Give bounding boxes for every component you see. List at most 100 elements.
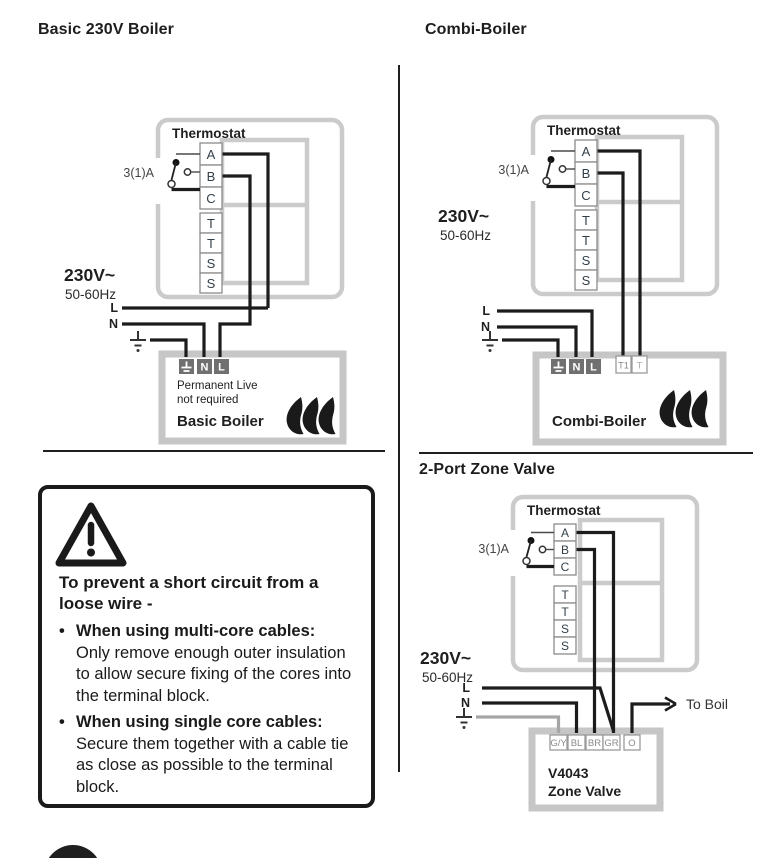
terminal-s1-label: S <box>582 253 591 268</box>
live-label: L <box>110 301 118 315</box>
terminal-s1-label: S <box>561 622 569 636</box>
combi-boiler-diagram: A B C T T S S N <box>438 114 727 446</box>
earth-icon <box>456 708 472 724</box>
section-title-zone-valve: 2-Port Zone Valve <box>419 461 555 478</box>
flame-icon <box>659 390 709 428</box>
thermostat-box <box>510 494 700 673</box>
boiler-live-terminal <box>586 359 601 374</box>
flame-icon <box>286 397 336 435</box>
terminal-t1-label: T <box>561 588 569 602</box>
neutral-label: N <box>481 320 490 334</box>
valve-gy-label: G/Y <box>550 738 567 749</box>
terminal-t1-label: T <box>582 213 590 228</box>
terminal-s2 <box>553 636 577 655</box>
terminal-a-label: A <box>207 147 216 162</box>
border-gap <box>507 530 519 576</box>
terminal-c-label: C <box>206 191 215 206</box>
receiver-box <box>219 137 310 286</box>
frequency-label: 50-60Hz <box>422 670 473 685</box>
to-boiler-label: To Boil <box>686 696 728 712</box>
neutral-label: N <box>461 696 470 710</box>
wire-o-to-boiler <box>630 702 670 733</box>
wire-a-to-live <box>222 152 270 308</box>
section-title-combi-boiler: Combi-Boiler <box>425 21 527 38</box>
voltage-label: 230V~ <box>438 206 489 226</box>
boiler-neutral-label: N <box>201 362 209 374</box>
wire-neutral <box>497 325 578 357</box>
border-gap <box>527 155 539 201</box>
wire-live <box>482 686 616 732</box>
receiver-box <box>577 517 665 663</box>
valve-model-label: V4043 <box>548 765 589 781</box>
boiler-live-label: L <box>218 362 225 374</box>
earth-terminal-icon <box>553 361 564 372</box>
bullet-2-text: Secure them together with a cable tie as… <box>76 734 349 796</box>
bullet-1-bold: When using multi-core cables: <box>76 622 316 640</box>
wire-a-to-gr <box>576 530 616 733</box>
arrow-head <box>664 696 677 712</box>
wire-live <box>497 309 594 357</box>
terminal-b-label: B <box>582 166 591 181</box>
terminal-t2-label: T <box>207 236 215 251</box>
warning-box: To prevent a short circuit from a loose … <box>38 485 375 808</box>
section-title-basic-boiler: Basic 230V Boiler <box>38 21 174 38</box>
valve-o-label: O <box>628 738 635 749</box>
wire-b-to-br <box>576 547 597 733</box>
thermostat-label: Thermostat <box>172 126 246 141</box>
wire-b-to-boiler-live <box>218 174 252 357</box>
permanent-live-note-1: Permanent Live <box>177 380 258 392</box>
earth-icon <box>482 331 498 347</box>
live-label: L <box>482 304 490 318</box>
terminal-a-label: A <box>582 144 591 159</box>
bullet-marker: • <box>59 713 65 731</box>
earth-icon-dot <box>462 726 466 729</box>
terminal-s2 <box>199 272 223 294</box>
terminal-t1-label: T <box>207 216 215 231</box>
terminal-a-label: A <box>561 526 569 540</box>
permanent-live-note-2: not required <box>177 394 238 406</box>
zone-valve-diagram: A B C T T S S G/Y BL <box>420 494 728 812</box>
zone-valve-label: Zone Valve <box>548 783 621 799</box>
valve-gy-terminal <box>549 734 568 751</box>
earth-icon-dot <box>136 349 140 352</box>
voltage-label: 230V~ <box>420 648 471 668</box>
warning-heading: To prevent a short circuit from a loose … <box>59 572 318 614</box>
terminal-s2-label: S <box>561 639 569 653</box>
warning-bullet-2: • When using single core cables: Secure … <box>59 712 359 798</box>
page-number-circle <box>44 845 102 858</box>
section-divider-left <box>43 450 385 452</box>
boiler-t1-label: T1 <box>618 361 629 372</box>
wire-earth <box>150 338 188 357</box>
warning-bullet-list: • When using multi-core cables: Only rem… <box>59 621 359 803</box>
thermostat-box <box>530 114 720 297</box>
thermostat-switch <box>167 153 200 192</box>
earth-terminal-icon <box>181 361 192 372</box>
earth-icon <box>130 331 146 347</box>
wire-neutral <box>482 701 579 733</box>
switch-rating-label: 3(1)A <box>123 166 154 180</box>
wire-earth <box>502 338 560 357</box>
bullet-1-text: Only remove enough outer insulation to a… <box>76 643 352 705</box>
terminal-t2-label: T <box>561 605 569 619</box>
terminal-s2-label: S <box>582 273 591 288</box>
valve-o-terminal <box>623 734 641 751</box>
frequency-label: 50-60Hz <box>65 287 116 302</box>
combi-boiler-label: Combi-Boiler <box>552 413 646 430</box>
terminal-t2-label: T <box>582 233 590 248</box>
terminal-s2-label: S <box>207 276 216 291</box>
terminal-c <box>199 186 223 210</box>
boiler-neutral-terminal <box>569 359 584 374</box>
section-divider-right <box>419 452 753 454</box>
valve-bl-terminal <box>567 734 586 751</box>
terminal-s1-label: S <box>207 256 216 271</box>
terminal-b-label: B <box>561 543 569 557</box>
warning-heading-line2: loose wire - <box>59 594 153 613</box>
thermostat-switch <box>542 150 575 189</box>
wire-earth-gray <box>476 715 561 733</box>
terminal-c-label: C <box>561 560 570 574</box>
voltage-label: 230V~ <box>64 265 115 285</box>
wire-a-to-t <box>597 149 642 358</box>
border-gap <box>152 158 164 204</box>
thermostat-label: Thermostat <box>527 503 601 518</box>
